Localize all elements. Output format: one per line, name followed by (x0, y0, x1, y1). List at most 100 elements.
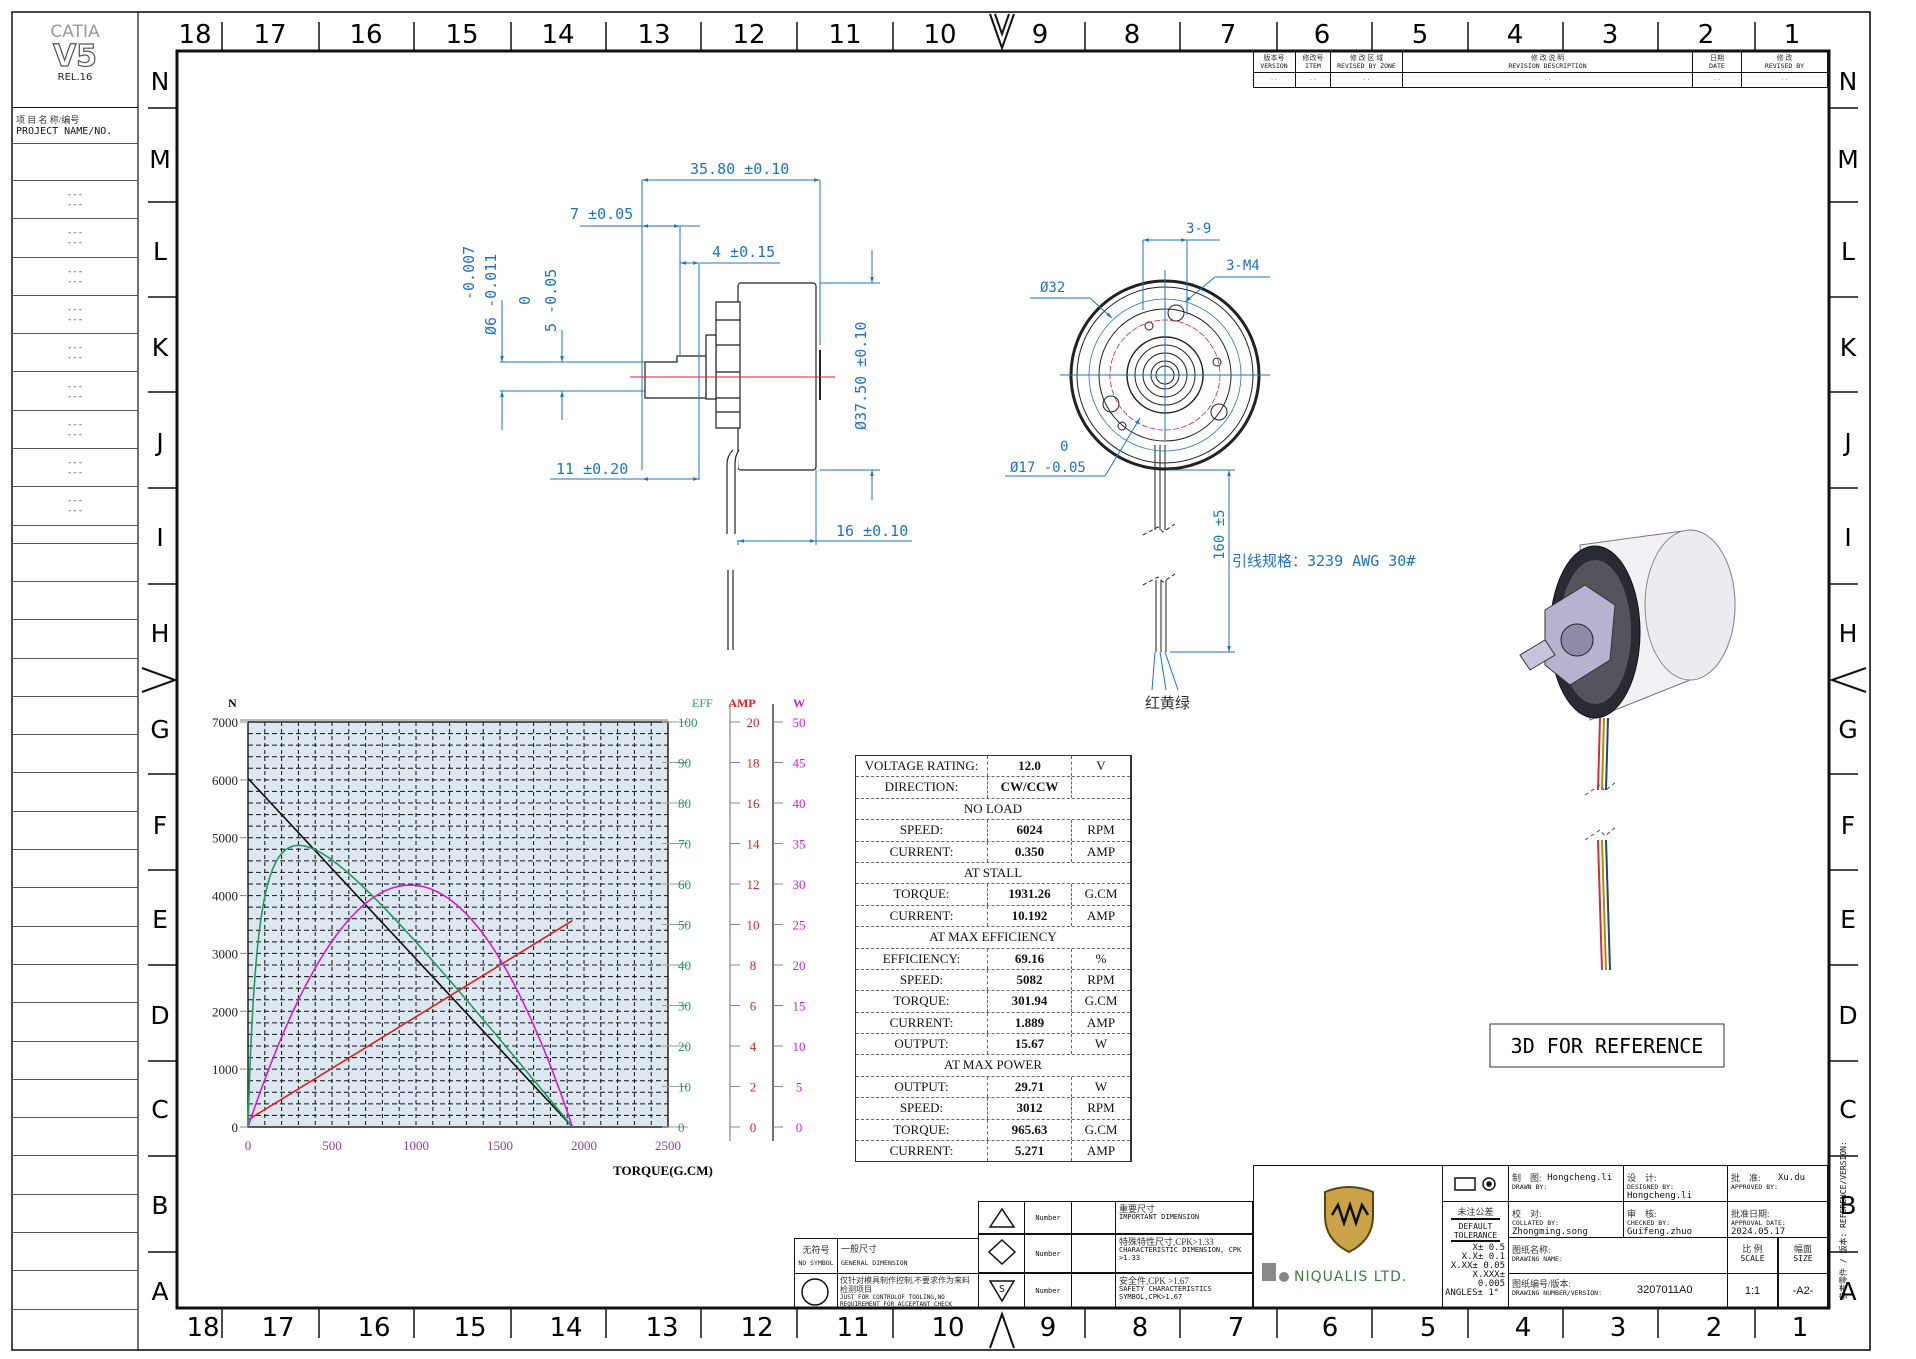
project-row[interactable]: ------ (12, 449, 138, 488)
placeholder-text: --- (66, 190, 84, 200)
project-row[interactable]: ------ (12, 258, 138, 296)
revision-header-en: ITEM (1296, 62, 1330, 73)
project-row[interactable]: ------ (12, 334, 138, 373)
size-value: -A2- (1792, 1285, 1814, 1297)
column-label: 8 (1132, 1313, 1149, 1343)
project-row[interactable]: ------ (12, 181, 138, 220)
revision-header-cn: 修 改 说 明 (1530, 54, 1565, 62)
column-label: 6 (1322, 1313, 1339, 1343)
revision-header-en: DATE (1693, 62, 1741, 73)
tooling-cn: 仅针对模具制作控制,不要求作为来料检测项目 (840, 1276, 970, 1294)
placeholder-text: --- (66, 343, 84, 354)
revision-value[interactable]: .. (1713, 74, 1721, 82)
catia-brand: CATIA (50, 22, 100, 42)
revision-value[interactable]: .. (1362, 74, 1371, 82)
legend-cn: 重要尺寸 (1119, 1204, 1156, 1214)
center-mark-right (1828, 667, 1867, 693)
project-row[interactable]: ------ (12, 411, 138, 450)
y-tick-label: 1000 (212, 1062, 238, 1077)
spec-value: CW/CCW (988, 777, 1072, 798)
column-label: 5 (1420, 1313, 1437, 1343)
row-label: F (1841, 811, 1855, 840)
tolerance-value: X± 0.5 (1472, 1243, 1505, 1253)
project-row (12, 812, 138, 851)
project-row (12, 774, 138, 812)
field-label-cn: 图纸名称: (1512, 1245, 1551, 1255)
amp-tick-label: 20 (747, 715, 760, 730)
row-label: I (1844, 523, 1851, 552)
tolerance-value: X.XX± 0.05 (1450, 1261, 1505, 1271)
project-row[interactable]: ------ (12, 219, 138, 258)
placeholder-text: --- (66, 228, 84, 239)
spec-label: OUTPUT: (856, 1076, 988, 1098)
column-label: 17 (253, 20, 286, 50)
row-label: K (1840, 333, 1857, 362)
spec-unit: G.CM (1084, 886, 1118, 902)
spec-unit: AMP (1086, 907, 1116, 923)
project-row (12, 1003, 138, 1042)
circle-symbol-cell (794, 1273, 838, 1308)
blank-cell (1071, 1273, 1116, 1308)
column-label: 7 (1228, 1313, 1245, 1343)
section-title: AT STALL (963, 864, 1023, 880)
spec-label: CURRENT: (856, 841, 988, 862)
y-tick-label: 3000 (212, 946, 238, 961)
wire-colors-note: 红黄绿 (1145, 695, 1190, 712)
drawing-number-value: 3207011A0 (1637, 1284, 1693, 1296)
placeholder-text: --- (66, 314, 84, 325)
eff-tick-label: 20 (678, 1039, 691, 1054)
amp-tick-label: 8 (750, 958, 757, 973)
dim-thread: 3-M4 (1226, 258, 1260, 274)
diamond-symbol-cell (978, 1234, 1025, 1273)
spec-unit (1072, 777, 1130, 797)
revision-header-cn: 日期 (1710, 54, 1724, 62)
spec-unit: W (1094, 1036, 1108, 1052)
row-label: N (151, 67, 170, 96)
field-label-en: DRAWING NAME: (1512, 1255, 1563, 1263)
w-tick-label: 35 (793, 837, 806, 852)
project-row (12, 1042, 138, 1080)
legend-en: SAFETY CHARACTERISTICS SYMBOL,CPK>1.67 (1119, 1285, 1212, 1301)
amp-axis-title: AMP (728, 696, 755, 710)
project-row[interactable]: ------ (12, 487, 138, 526)
placeholder-text: --- (66, 381, 84, 392)
revision-value[interactable]: .. (1780, 74, 1789, 82)
revision-value[interactable]: .. (1270, 74, 1278, 82)
spec-value: 5.271 (988, 1141, 1072, 1162)
tolerance-en: DEFAULT TOLERANCE (1451, 1222, 1500, 1242)
reference-label-box (1489, 1023, 1725, 1068)
project-row (12, 582, 138, 621)
center-mark-bottom (989, 1310, 1015, 1349)
project-row (12, 144, 138, 181)
dim-lead-length: 160 ±5 (1212, 509, 1228, 560)
project-row[interactable]: ------ (12, 296, 138, 335)
amp-tick-label: 16 (747, 796, 761, 811)
row-label: D (150, 1001, 169, 1030)
field-label-cn: 比 例 (1742, 1244, 1763, 1254)
spec-unit: RPM (1087, 971, 1115, 987)
projection-symbol (1454, 1177, 1496, 1191)
spec-value: 0.350 (988, 841, 1072, 862)
project-row[interactable]: ------ (12, 373, 138, 411)
row-label: A (151, 1277, 168, 1306)
amp-tick-label: 4 (750, 1039, 757, 1054)
column-label: 3 (1602, 20, 1619, 50)
row-label: N (1839, 67, 1858, 96)
tooling-en: JUST FOR CONTROLOF TOOLING,NO REQUIREMEN… (840, 1294, 952, 1308)
revision-value[interactable]: .. (1543, 74, 1552, 82)
revision-value[interactable]: .. (1309, 74, 1317, 82)
field-label-cn: 校 对: (1512, 1209, 1542, 1219)
x-tick-label: 500 (322, 1138, 342, 1153)
field-label-en: SCALE (1740, 1254, 1765, 1263)
w-axis-title: W (793, 696, 805, 710)
spec-unit: AMP (1086, 1143, 1116, 1159)
project-label-en: PROJECT NAME/NO. (16, 126, 113, 137)
